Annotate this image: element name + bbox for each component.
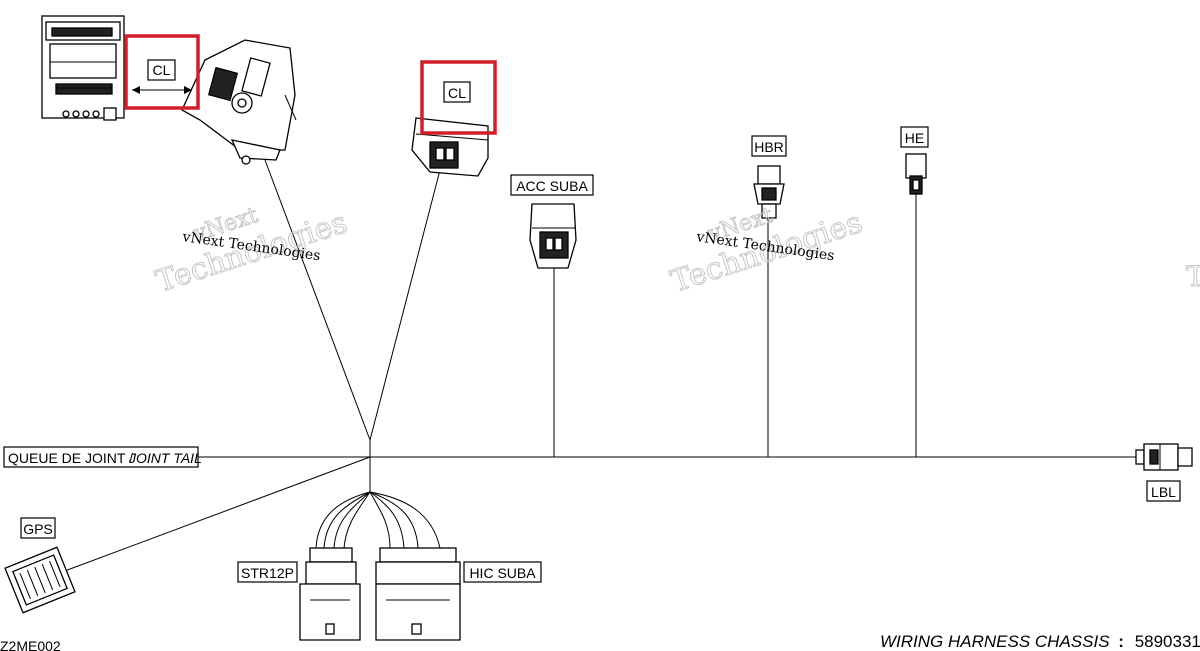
lbl-label: LBL xyxy=(1151,484,1176,500)
he-tag xyxy=(900,126,929,148)
cl-right-label: CL xyxy=(448,85,466,101)
gps-tag xyxy=(20,517,56,539)
cl-left-highlight xyxy=(124,34,200,110)
hic-suba-label: HIC SUBA xyxy=(469,565,536,581)
acc-suba-connector[interactable] xyxy=(529,203,577,269)
cl-right-tag xyxy=(443,81,471,103)
joint-tail-label-fr: QUEUE DE JOINT / xyxy=(8,450,133,466)
he-label: HE xyxy=(905,130,924,146)
gps-connector[interactable] xyxy=(4,546,76,614)
wire-gps xyxy=(61,456,371,573)
hbr-label: HBR xyxy=(754,139,784,155)
lbl-tag xyxy=(1146,480,1181,502)
wire-cl-left xyxy=(264,159,371,441)
footer-separator: : xyxy=(1118,632,1124,651)
wires xyxy=(61,159,1136,573)
cl-dimension-arrow xyxy=(132,86,192,94)
cl-left-tag xyxy=(147,59,176,81)
footer-part-number: 589033111 xyxy=(1135,632,1200,651)
str12p-label: STR12P xyxy=(241,565,294,581)
joint-tail-tag xyxy=(3,446,199,468)
gps-label: GPS xyxy=(23,521,53,537)
hbr-connector[interactable] xyxy=(753,165,785,219)
footer-title: WIRING HARNESS CHASSIS : 589033111 xyxy=(880,632,1200,651)
lbl-connector[interactable] xyxy=(1135,443,1193,471)
acc-suba-label: ACC SUBA xyxy=(516,178,588,194)
cl-right-highlight xyxy=(420,60,497,135)
acc-suba-tag xyxy=(510,174,594,196)
footer-title-prefix: WIRING HARNESS CHASSIS xyxy=(880,632,1110,651)
joint-tail-label-en: JOINT TAIL xyxy=(128,450,202,466)
hic-suba-tag xyxy=(463,561,542,583)
wire-fan-bundle xyxy=(315,491,441,549)
watermark-edge-fragment: T xyxy=(1186,260,1200,293)
str12p-connector[interactable] xyxy=(299,547,361,641)
cl-left-label: CL xyxy=(153,62,171,78)
hic-suba-connector[interactable] xyxy=(375,547,461,641)
cl-left-connector[interactable] xyxy=(41,15,297,165)
he-connector[interactable] xyxy=(905,153,927,195)
drawing-code: Z2ME002 xyxy=(0,638,61,651)
str12p-tag xyxy=(237,561,298,583)
hbr-tag xyxy=(751,135,787,157)
wire-cl-right xyxy=(369,169,441,441)
